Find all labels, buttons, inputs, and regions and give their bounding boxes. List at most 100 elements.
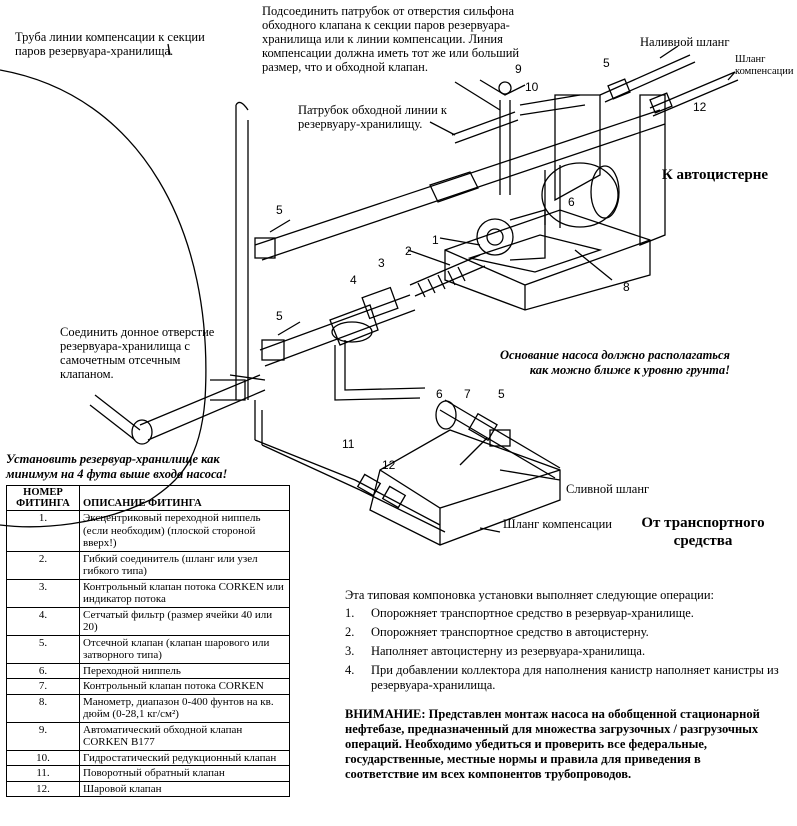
- fitting-number: 5.: [6, 634, 80, 664]
- install-note: Установить резервуар-хранилище как миним…: [6, 452, 228, 481]
- callout-1: 1: [432, 233, 439, 247]
- callout-7: 7: [464, 387, 471, 401]
- operation-number: 2.: [345, 625, 355, 639]
- drain-hose: [439, 399, 561, 479]
- drain-hose-label: Сливной шланг: [566, 482, 650, 496]
- callout-5a: 5: [276, 203, 283, 217]
- from-vehicle-heading: От транспортного средства: [641, 515, 765, 549]
- operations-list: Эта типовая компоновка установки выполня…: [345, 588, 785, 697]
- compensation-pipe: [235, 101, 249, 400]
- fitting-number: 10.: [6, 749, 80, 766]
- table-row: 5.Отсечной клапан (клапан шарового или з…: [6, 634, 290, 664]
- table-row: 4.Сетчатый фильтр (размер ячейки 40 или …: [6, 606, 290, 636]
- fitting-description: Гидростатический редукционный клапан: [79, 749, 290, 766]
- table-row: 2.Гибкий соединитель (шланг или узел гиб…: [6, 550, 290, 580]
- motor: [541, 162, 619, 228]
- connect-bypass-label: Подсоединить патрубок от отверстия сильф…: [262, 4, 520, 74]
- list-item: 4. При добавлении коллектора для наполнен…: [345, 663, 785, 693]
- fill-hose: [599, 54, 696, 103]
- callout-4: 4: [350, 273, 357, 287]
- fitting-number: 7.: [6, 678, 80, 695]
- table-header-num: НОМЕР ФИТИНГА: [6, 485, 80, 511]
- table-header-desc: ОПИСАНИЕ ФИТИНГА: [79, 485, 290, 511]
- strainer: [329, 304, 379, 346]
- pump-base: [444, 209, 651, 311]
- list-item: 3. Наполняет автоцистерну из резервуара-х…: [345, 644, 785, 659]
- table-row: 7.Контрольный клапан потока CORKEN: [6, 678, 290, 695]
- fitting-number: 4.: [6, 606, 80, 636]
- callout-9: 9: [515, 62, 522, 76]
- compensation-pipe-label: Труба линии компенсации к секции паров р…: [15, 30, 205, 58]
- operation-number: 4.: [345, 663, 355, 677]
- callout-10: 10: [525, 80, 539, 94]
- callout-11: 11: [342, 437, 355, 451]
- fill-hose-label: Наливной шланг: [640, 35, 730, 49]
- table-row: 10.Гидростатический редукционный клапан: [6, 749, 290, 766]
- callout-12a: 12: [382, 458, 396, 472]
- check-valve-3: [361, 286, 399, 320]
- operation-number: 1.: [345, 606, 355, 620]
- table-row: 12.Шаровой клапан: [6, 780, 290, 797]
- fitting-number: 3.: [6, 578, 80, 608]
- operation-text: Опорожняет транспортное средство в автоц…: [371, 625, 649, 639]
- vehicle-base: [369, 429, 561, 546]
- bypass-line: [451, 111, 519, 144]
- fitting-description: Отсечной клапан (клапан шарового или зат…: [79, 634, 290, 664]
- pump-base-note: Основание насоса должно располагаться ка…: [499, 348, 730, 377]
- suction-line: [259, 294, 416, 367]
- bypass-line-label: Патрубок обходной линии к резервуару-хра…: [298, 103, 447, 131]
- fitting-description: Переходной ниппель: [79, 662, 290, 679]
- fitting-number: 2.: [6, 550, 80, 580]
- top-pipe: [254, 109, 666, 261]
- operation-text: При добавлении коллектора для наполнения…: [371, 663, 779, 692]
- fitting-description: Контрольный клапан потока CORKEN: [79, 678, 290, 695]
- comp-hose-top-label: Шланг компенсации: [735, 54, 794, 77]
- fitting-number: 1.: [6, 510, 80, 552]
- operation-number: 3.: [345, 644, 355, 658]
- fittings-table: НОМЕР ФИТИНГА ОПИСАНИЕ ФИТИНГА 1.Эксцент…: [6, 485, 290, 797]
- callout-6b: 6: [436, 387, 443, 401]
- callout-5b: 5: [276, 309, 283, 323]
- fitting-description: Манометр, диапазон 0-400 фунтов на кв. д…: [79, 693, 290, 723]
- flex-connector: [409, 254, 486, 297]
- table-row: 9.Автоматический обходной клапан CORKEN …: [6, 721, 290, 751]
- fitting-description: Поворотный обратный клапан: [79, 765, 290, 782]
- list-item: 2. Опорожняет транспортное средство в авт…: [345, 625, 785, 640]
- operation-text: Опорожняет транспортное средство в резер…: [371, 606, 694, 620]
- bottom-pipe: [139, 374, 266, 441]
- warning-text: ВНИМАНИЕ: Представлен монтаж насоса на о…: [345, 707, 760, 781]
- pump: [476, 218, 514, 256]
- operation-text: Наполняет автоцистерну из резервуара-хра…: [371, 644, 646, 658]
- fitting-description: Контрольный клапан потока CORKEN или инд…: [79, 578, 290, 608]
- fitting-number: 12.: [6, 780, 80, 797]
- to-truck-heading: К автоцистерне: [661, 167, 769, 183]
- table-row: 1.Эксцентриковый переходной ниппель (есл…: [6, 510, 290, 552]
- table-row: 3.Контрольный клапан потока CORKEN или и…: [6, 578, 290, 608]
- comp-hose-bottom-label: Шланг компенсации: [503, 517, 612, 531]
- fitting-description: Сетчатый фильтр (размер ячейки 40 или 20…: [79, 606, 290, 636]
- operations-intro: Эта типовая компоновка установки выполня…: [345, 588, 715, 602]
- fitting-number: 6.: [6, 662, 80, 679]
- fitting-number: 8.: [6, 693, 80, 723]
- fitting-number: 9.: [6, 721, 80, 751]
- comp-hose-top: [649, 71, 739, 117]
- callout-2: 2: [405, 244, 412, 258]
- fitting-description: Автоматический обходной клапан CORKEN B1…: [79, 721, 290, 751]
- callout-5c: 5: [603, 56, 610, 70]
- truck-panel: [554, 94, 666, 246]
- callout-8: 8: [623, 280, 630, 294]
- callout-3: 3: [378, 256, 385, 270]
- fitting-description: Гибкий соединитель (шланг или узел гибко…: [79, 550, 290, 580]
- list-item: 1. Опорожняет транспортное средство в рез…: [345, 606, 785, 621]
- callout-12b: 12: [693, 100, 707, 114]
- connect-bottom-label: Соединить донное отверстие резервуара-хр…: [60, 325, 215, 381]
- fitting-number: 11.: [6, 765, 80, 782]
- callout-5d: 5: [498, 387, 505, 401]
- fitting-description: Эксцентриковый переходной ниппель (если …: [79, 510, 290, 552]
- table-row: 11.Поворотный обратный клапан: [6, 765, 290, 782]
- table-row: 8.Манометр, диапазон 0-400 фунтов на кв.…: [6, 693, 290, 723]
- fitting-description: Шаровой клапан: [79, 780, 290, 797]
- table-row: 6.Переходной ниппель: [6, 662, 290, 679]
- callout-6a: 6: [568, 195, 575, 209]
